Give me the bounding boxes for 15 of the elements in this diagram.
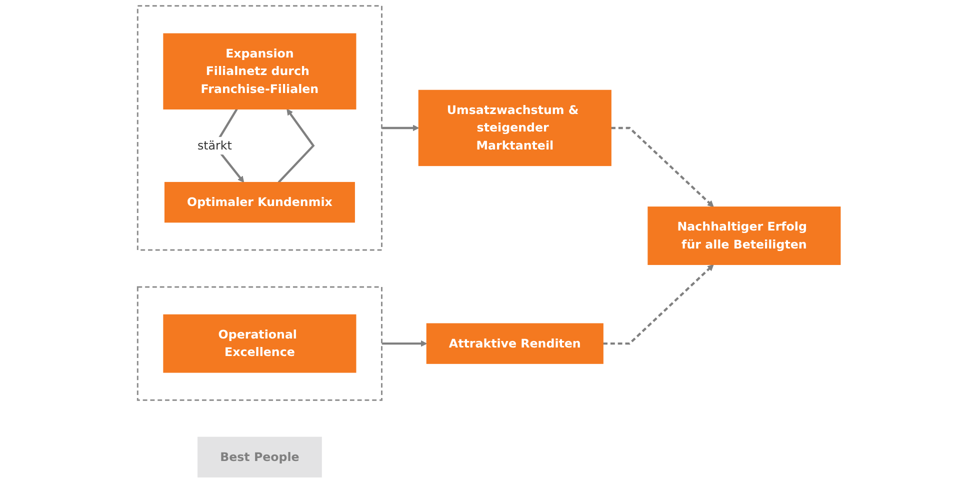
node-box: Operational Excellence bbox=[163, 314, 356, 373]
node-box: Expansion Filialnetz durch Franchise-Filialen bbox=[163, 33, 356, 110]
arrow bbox=[603, 264, 714, 345]
node-box: Best People bbox=[198, 436, 322, 478]
node-box: Umsatzwachstum & steigender Marktanteil bbox=[418, 90, 612, 166]
edge-label: stärkt bbox=[197, 138, 232, 152]
arrow bbox=[611, 126, 714, 208]
cluster bbox=[136, 286, 382, 401]
arrow bbox=[382, 124, 420, 132]
arrow bbox=[382, 340, 428, 347]
node-box: Nachhaltiger Erfolg für alle Beteiligten bbox=[648, 206, 841, 265]
node-box: Attraktive Renditen bbox=[426, 323, 604, 364]
node-box: Optimaler Kundenmix bbox=[164, 182, 355, 223]
cluster bbox=[136, 5, 382, 251]
arrow bbox=[278, 108, 315, 184]
